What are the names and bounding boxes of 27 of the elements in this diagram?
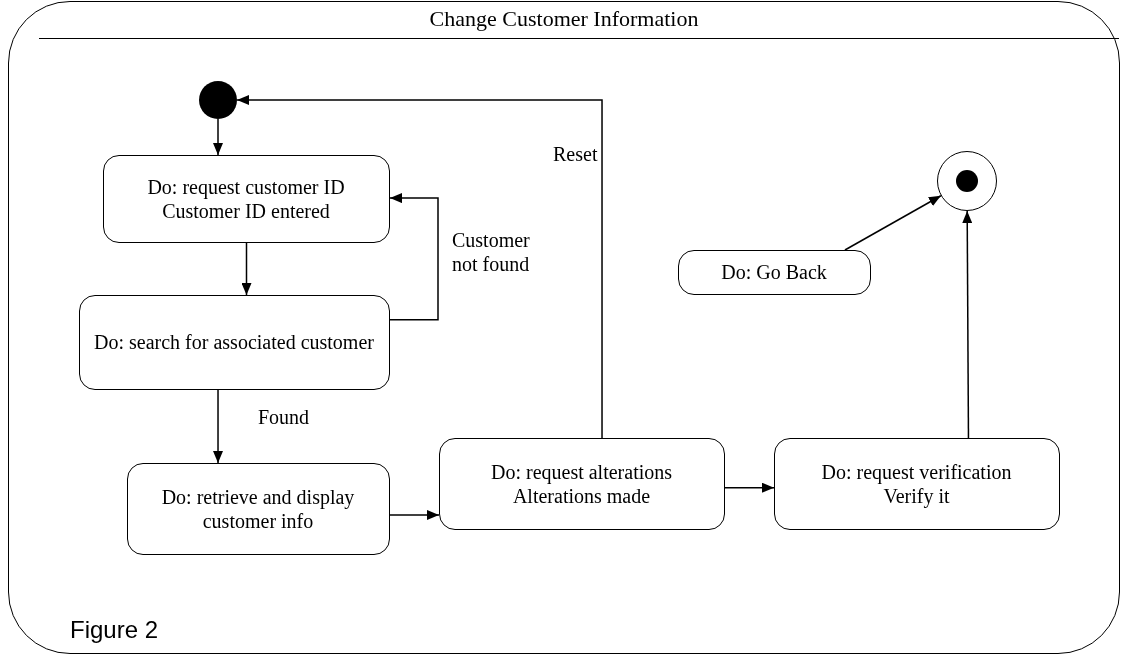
state-text: Alterations made: [512, 484, 651, 508]
arrow: [962, 210, 973, 439]
arrow: [844, 195, 942, 251]
state-box: [102, 154, 390, 243]
state-text: Do: request customer ID: [147, 174, 345, 199]
state-box: [78, 294, 390, 390]
arrow: [389, 193, 439, 321]
arrow: [724, 482, 775, 493]
state-text: Do: search for associated customer: [94, 330, 374, 354]
state-text: Do: request alterations: [490, 459, 673, 484]
initial-state: [198, 80, 237, 119]
state-box: [677, 249, 871, 295]
arrow: [389, 510, 440, 520]
state-box: [773, 437, 1060, 530]
state-box: [438, 437, 725, 530]
composite-state-frame: [8, 1, 1120, 654]
arrow: [213, 118, 223, 156]
state-text: Verify it: [883, 484, 950, 508]
state-text: Customer ID entered: [162, 199, 330, 223]
arrow: [213, 389, 223, 464]
state-text: Do: Go Back: [721, 260, 827, 284]
state-title: Change Customer Information: [429, 6, 699, 31]
arrow: [236, 95, 603, 439]
state-text: Do: request verification: [821, 459, 1012, 484]
arrow: [241, 242, 252, 296]
state-text: Do: retrieve and display customer info: [160, 484, 356, 533]
state-box: [126, 462, 390, 555]
